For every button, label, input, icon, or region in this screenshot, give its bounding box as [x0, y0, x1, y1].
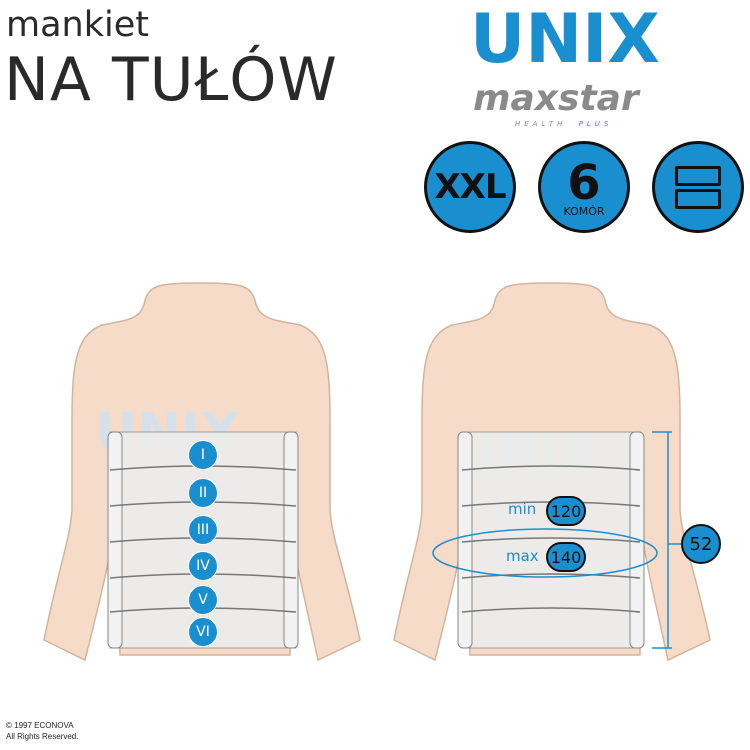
chamber-label-5: V [188, 585, 218, 615]
chamber-label-6: VI [188, 617, 218, 647]
chamber-label-2: II [188, 478, 218, 508]
chamber-label-1: I [188, 440, 218, 470]
copyright: © 1997 ECONOVA All Rights Reserved. [6, 720, 78, 742]
max-label: max [506, 547, 539, 565]
circumference-ellipse [432, 528, 658, 578]
chambers-label: KOMÓR [563, 204, 605, 218]
brand-name: UNIX [470, 0, 660, 79]
title-big: NA TUŁÓW [4, 45, 338, 115]
tagline: HEALTH PLUS [515, 120, 612, 128]
height-dimension [652, 431, 682, 649]
chamber-label-3: III [188, 515, 218, 545]
max-value-badge: 140 [546, 542, 586, 572]
min-label: min [508, 500, 537, 518]
product-name: maxstar [473, 78, 641, 119]
shape-badge [652, 141, 744, 233]
chambers-count: 6 [567, 154, 601, 211]
chamber-label-4: IV [188, 551, 218, 581]
height-badge: 52 [681, 524, 721, 564]
shape-rect-bottom [675, 188, 721, 209]
brand-logo: UNIX maxstar HEALTH PLUS [470, 0, 695, 128]
min-value-badge: 120 [546, 496, 586, 526]
star-spark-icon [667, 20, 695, 48]
title-small: mankiet [6, 5, 149, 45]
size-badge: XXL [424, 141, 516, 233]
copyright-line-2: All Rights Reserved. [6, 732, 79, 741]
cuff-right [457, 431, 645, 649]
copyright-line-1: © 1997 ECONOVA [6, 721, 74, 730]
chambers-badge: 6 KOMÓR [538, 141, 630, 233]
shape-rect-top [675, 165, 721, 186]
